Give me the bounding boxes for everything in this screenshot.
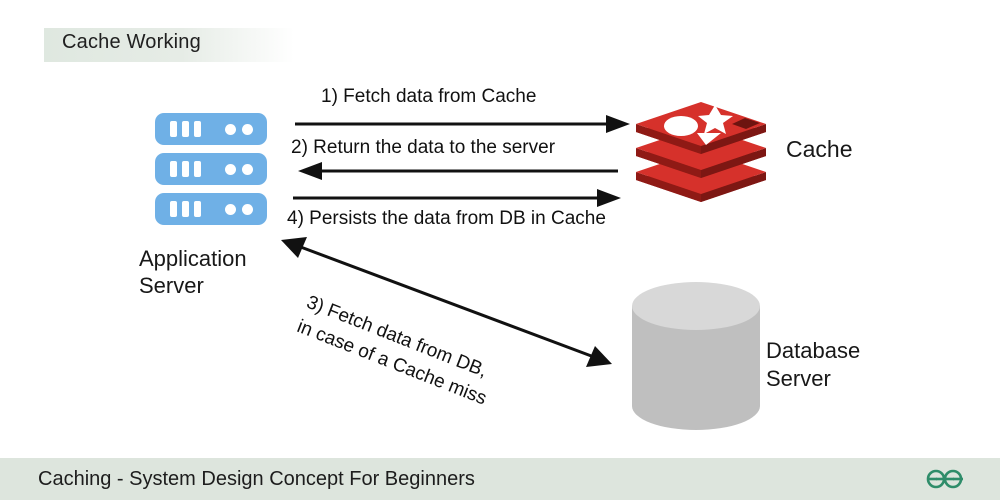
cache-label: Cache (786, 136, 853, 162)
geeksforgeeks-logo-icon (926, 469, 963, 489)
server-slot-bar (182, 161, 189, 177)
server-slot-bar (170, 121, 177, 137)
server-led-icon (225, 204, 236, 215)
server-led-icon (225, 124, 236, 135)
server-slot-bar (194, 121, 201, 137)
footer-caption: Caching - System Design Concept For Begi… (38, 468, 475, 490)
cache-diamond-cutout (732, 118, 760, 129)
server-unit (155, 153, 267, 185)
flow-label-1: 1) Fetch data from Cache (321, 86, 537, 107)
server-led-icon (242, 124, 253, 135)
server-led-icon (225, 164, 236, 175)
title-banner (44, 28, 294, 62)
database-server-label: Database Server (766, 338, 861, 391)
server-slot-bar (182, 201, 189, 217)
application-server-label: Application Server (139, 246, 247, 298)
db-body (632, 306, 760, 430)
flow-label-4: 4) Persists the data from DB in Cache (287, 208, 606, 229)
redis-cache-icon (636, 102, 766, 202)
server-slot-bar (194, 201, 201, 217)
database-cylinder-icon (632, 282, 760, 430)
flow-label-2: 2) Return the data to the server (291, 137, 556, 158)
cache-ellipse-glyph (664, 116, 698, 136)
server-rack-icon (155, 113, 267, 225)
cache-triangle-glyph (697, 133, 721, 145)
flow-arrow-1 (295, 115, 630, 133)
server-unit (155, 113, 267, 145)
server-slot-bar (170, 201, 177, 217)
server-slot-bar (170, 161, 177, 177)
server-slot-bar (182, 121, 189, 137)
db-top-ellipse (632, 282, 760, 330)
footer-bar (0, 458, 1000, 500)
page-title: Cache Working (62, 31, 201, 53)
flow-arrow-2 (298, 162, 618, 180)
server-led-icon (242, 164, 253, 175)
flow-arrow-4 (293, 189, 621, 207)
cache-layer-bottom (636, 150, 766, 202)
cache-star-glyph (698, 105, 733, 134)
cache-layer-top (636, 102, 766, 154)
server-slot-bar (194, 161, 201, 177)
server-unit (155, 193, 267, 225)
flow-label-3: 3) Fetch data from DB, in case of a Cach… (294, 291, 491, 410)
server-led-icon (242, 204, 253, 215)
